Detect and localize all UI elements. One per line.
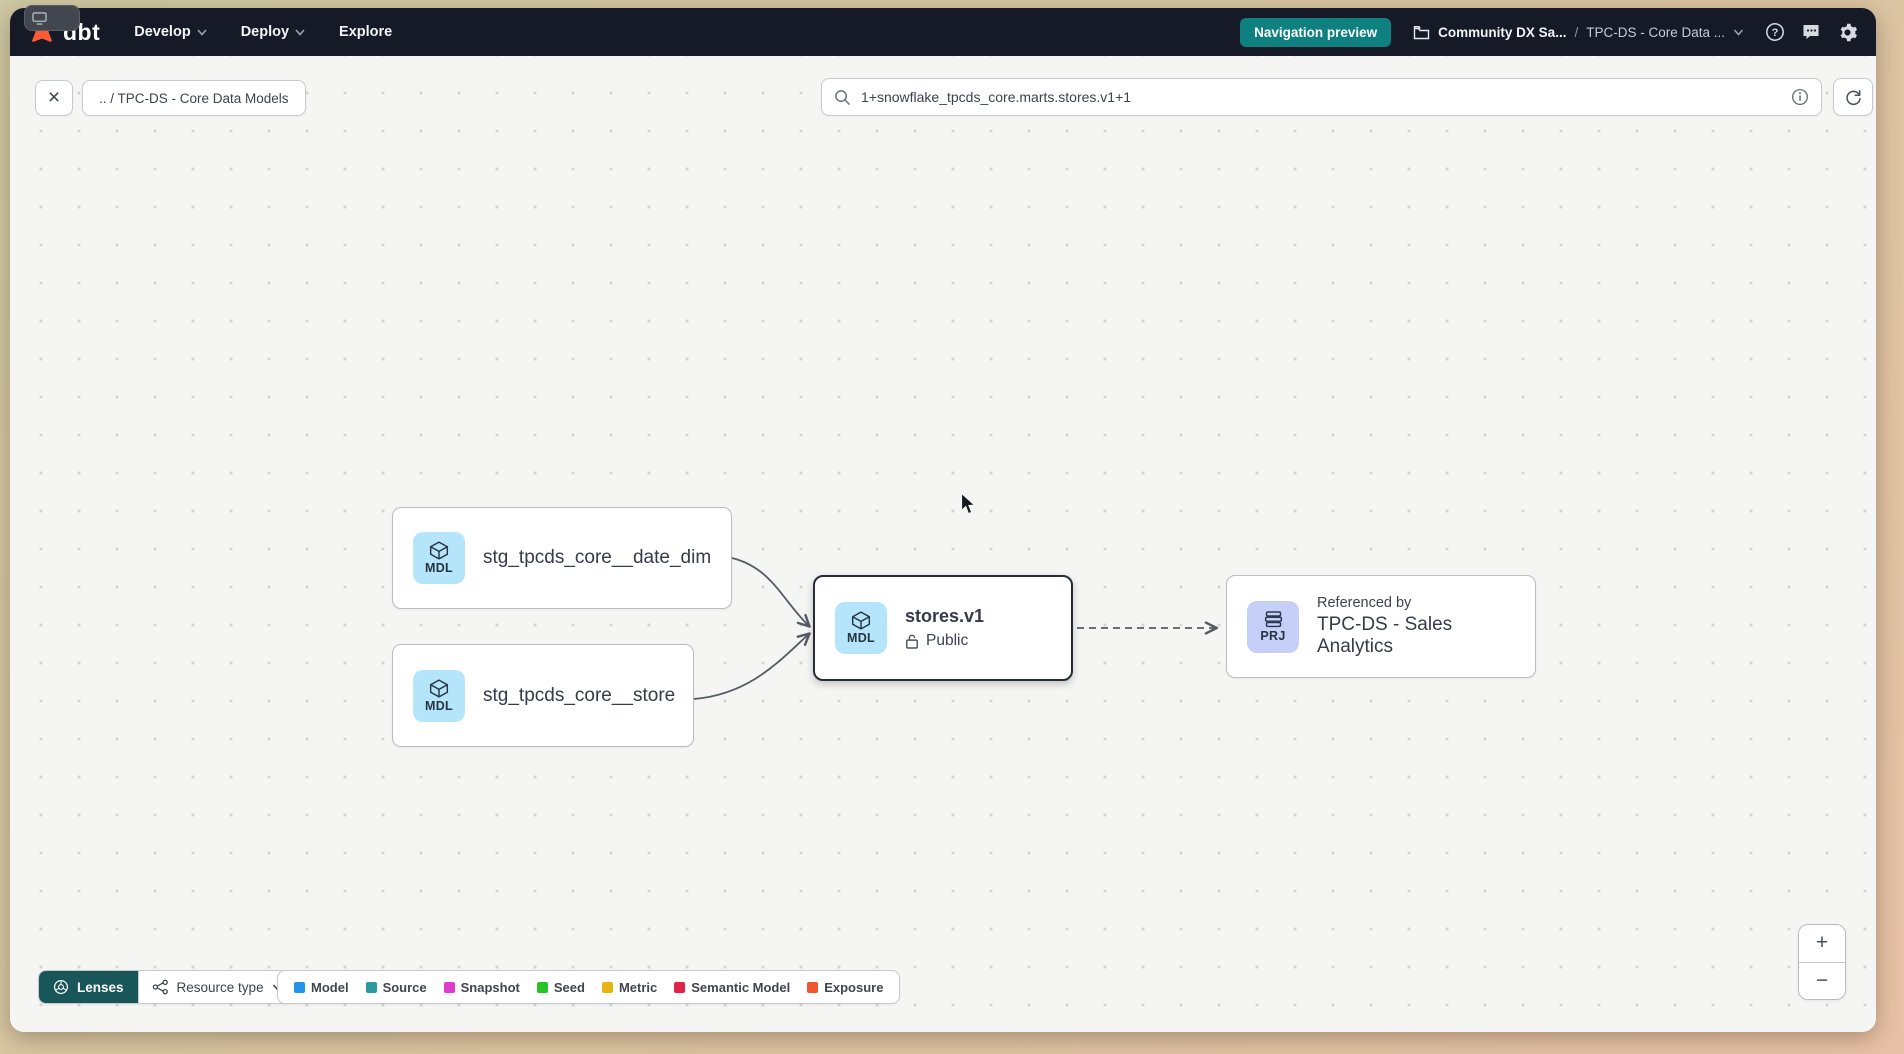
nav-menu-deploy-label: Deploy [240,24,290,40]
legend-swatch [601,981,613,993]
badge-label: PRJ [1260,629,1286,643]
navbar-icons: ? [1764,21,1858,43]
zoom-controls: + − [1798,924,1846,1000]
nav-menu-develop[interactable]: Develop [134,24,207,40]
top-navbar: dbt Develop Deploy Explore Navigation pr… [10,8,1876,56]
screen-share-indicator [24,5,80,31]
node-referenced-by-sales-analytics[interactable]: PRJ Referenced by TPC-DS - Sales Analyti… [1226,575,1536,678]
lineage-selector-bar [821,78,1822,116]
legend-swatch [536,981,548,993]
legend-label: Model [311,979,349,995]
node-stg-tpcds-core-store[interactable]: MDL stg_tpcds_core__store [392,644,694,747]
node-label: stg_tpcds_core__date_dim [483,547,712,568]
legend-item-snapshot: Snapshot [443,979,520,995]
node-text-block: Referenced by TPC-DS - Sales Analytics [1317,595,1515,658]
node-sublabel: Referenced by [1317,595,1412,611]
lineage-path-chip[interactable]: .. / TPC-DS - Core Data Models [82,80,306,116]
unlock-icon [906,634,918,649]
resource-type-label: Resource type [176,979,264,995]
legend-item-semantic-model: Semantic Model [674,980,790,995]
model-badge: MDL [413,532,465,584]
node-text-block: stores.v1 Public [905,606,984,650]
help-icon[interactable]: ? [1764,21,1786,43]
legend-swatch [674,981,686,993]
resource-legend: Model Source Snapshot Seed Metric Semant… [277,970,901,1004]
legend-swatch [443,981,455,993]
nav-menu-develop-label: Develop [134,24,191,40]
model-badge: MDL [835,602,887,654]
nav-menu-deploy[interactable]: Deploy [241,24,305,40]
zoom-out-button[interactable]: − [1799,962,1845,999]
nav-menu-explore[interactable]: Explore [339,24,392,40]
navigation-preview-badge[interactable]: Navigation preview [1240,17,1392,47]
legend-label: Exposure [824,979,884,995]
folder-icon [1413,25,1430,39]
lenses-button[interactable]: Lenses [39,971,138,1003]
app-window: dbt Develop Deploy Explore Navigation pr… [10,8,1876,1032]
selector-input[interactable] [861,89,1781,105]
zoom-in-button[interactable]: + [1799,925,1845,962]
lenses-label: Lenses [77,979,124,995]
cube-icon [429,541,449,560]
chevron-down-icon [295,28,305,36]
legend-label: Source [382,979,427,995]
node-stores-v1-selected[interactable]: MDL stores.v1 Public [813,575,1073,681]
lineage-edges [693,557,1876,700]
breadcrumb-project[interactable]: Community DX Sa... [1438,24,1567,40]
legend-item-exposure: Exposure [807,980,883,995]
mouse-cursor [958,492,978,520]
project-badge: PRJ [1247,600,1299,653]
feedback-icon[interactable] [1800,21,1822,43]
legend-item-metric: Metric [601,979,658,995]
close-lineage-button[interactable]: × [35,80,73,116]
node-access: Public [905,632,984,650]
breadcrumb: Community DX Sa... / TPC-DS - Core Data … [1413,25,1744,40]
badge-label: MDL [425,698,453,713]
resource-type-icon [152,979,168,995]
settings-gear-icon[interactable] [1836,21,1858,43]
resource-type-dropdown[interactable]: Resource type [137,971,296,1003]
stacked-layers-icon [1264,611,1282,628]
lens-controls: Lenses Resource type [38,970,297,1004]
legend-item-source: Source [365,979,427,995]
cube-icon [429,678,449,698]
info-icon[interactable] [1791,88,1809,106]
search-icon [835,89,850,105]
breadcrumb-page[interactable]: TPC-DS - Core Data ... [1586,24,1725,40]
lineage-canvas[interactable]: × .. / TPC-DS - Core Data Models [10,56,1876,1032]
svg-text:?: ? [1772,27,1779,39]
lens-icon [54,980,68,994]
node-title: stores.v1 [905,606,985,626]
legend-label: Snapshot [460,979,520,995]
chevron-down-icon[interactable] [1733,28,1744,36]
legend-item-model: Model [294,980,349,995]
legend-swatch [807,981,819,993]
legend-label: Metric [618,979,658,995]
node-label: TPC-DS - Sales Analytics [1317,614,1453,657]
legend-item-seed: Seed [536,979,585,995]
refresh-lineage-button[interactable] [1833,78,1873,116]
badge-label: MDL [847,631,875,645]
breadcrumb-separator: / [1574,24,1579,40]
nav-menu-explore-label: Explore [339,24,393,40]
legend-label: Seed [553,979,585,995]
access-label: Public [926,632,969,649]
refresh-icon [1845,89,1861,105]
cube-icon [851,611,871,630]
legend-swatch [365,981,377,993]
display-icon [32,11,47,25]
legend-swatch [294,981,305,993]
zoom-divider [1799,961,1845,963]
model-badge: MDL [413,669,465,722]
legend-label: Semantic Model [691,979,791,995]
badge-label: MDL [425,561,453,575]
node-label: stg_tpcds_core__store [483,684,676,706]
chevron-down-icon [197,28,207,36]
node-stg-tpcds-core-date-dim[interactable]: MDL stg_tpcds_core__date_dim [392,507,732,609]
